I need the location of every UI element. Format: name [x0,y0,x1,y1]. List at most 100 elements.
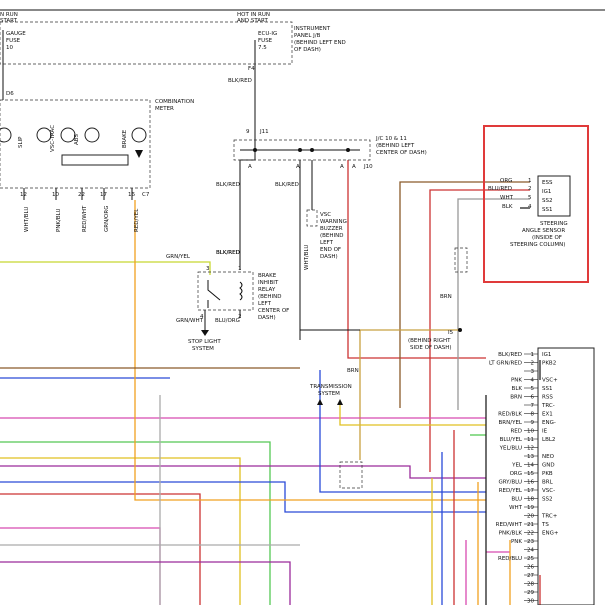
ecu-pin-number: 13 [527,454,534,460]
lamp-icon [36,127,52,143]
and-start: AND START [237,18,268,24]
lamp-icon [131,127,147,143]
f4-label: F4 [248,66,255,72]
arrow-up-icon [317,399,323,405]
ecu-wire-color: BLU [511,497,522,503]
wire-yel-right [339,405,486,426]
ecu-signal-name: PKB [542,471,553,477]
wire-org-long [134,200,486,501]
sensor-pin-4: 4 [528,204,532,210]
ecu-wire-color: PNK [511,539,522,545]
right-i5: I5 [448,330,454,336]
fuse-panel-outline [0,21,293,65]
meter-wire-5: RED/YEL [134,208,140,232]
buzzer-label-4: (BEHIND [320,233,344,239]
ecu-pin-number: 25 [527,556,534,562]
wire-blu-mid [0,481,486,513]
trans-label-1: TRANSMISSION [309,384,352,390]
lamp-icon [84,127,100,143]
ecu-wire-color: BLK [512,386,523,392]
meter-label-brake: BRAKE [122,129,128,148]
relay-bot-left: GRN/WHT [176,318,204,324]
stop-light-1: STOP LIGHT [188,339,221,345]
ecu-wire-color: YEL [511,463,523,469]
ecu-pin-number: 7 [531,403,535,409]
buzzer-label-3: BUZZER [320,226,343,232]
ecu-pin-number: 22 [527,531,534,537]
wire-blu-yel [319,370,486,493]
buzzer-label-2: WARNING [320,219,347,225]
right-junction: BRN I5 (BEHIND RIGHT SIDE OF DASH) BRN [347,247,468,374]
relay-label-2: INHIBIT [258,280,279,286]
ecu-pin-number: 12 [527,446,534,452]
ecu-pin-number: 23 [527,539,534,545]
highlight-box [483,125,589,283]
wire-blk-red-j1 [239,150,256,270]
ecu-body [537,347,595,605]
sensor-sig-2: IG1 [542,189,551,195]
meter-outline [0,99,151,189]
ecu-pin-number: 1 [531,352,535,358]
relay-pin4: 4 [200,314,204,320]
ecu-wire-color: BLU/YEL [500,437,523,443]
ecu-pin-number: 2 [531,361,535,367]
left-fuse-start: START [0,18,18,24]
sensor-label-2: ANGLE SENSOR [522,228,565,234]
ecu-wire-color: RED/YEL [499,488,523,494]
junction-dot [298,148,302,152]
wire-purple-1 [0,465,486,479]
relay-label-7: DASH) [258,315,276,321]
ecu-pin-number: 3 [531,369,535,375]
ecu-wire-color: YEL/BLU [499,446,522,452]
trans-label-2: SYSTEM [318,391,340,397]
instrument-panel-2: PANEL J/B [294,33,321,39]
ecu-wire-color: PNK [511,378,522,384]
jc-label-1: J/C 10 & 11 [375,136,407,142]
combination-meter: D6 COMBINATION METER SLIP VSC-TRAC ABS B… [0,91,194,232]
trans-connector [339,461,363,489]
ecu-pin-number: 14 [527,463,534,469]
ecu-pin-number: 5 [531,386,535,392]
meter-wire-3: RED/WHT [82,205,88,232]
sensor-label-1: STEERING [540,221,568,227]
gauge-label: GAUGE [6,31,26,37]
wire-grn-yel [0,261,211,275]
gauge-value: 10 [6,45,13,51]
wire-ltgrn-long [0,441,271,605]
wire-red-blk-mid [0,493,201,605]
meter-title-1: COMBINATION [155,99,194,105]
buzzer-label-1: VSC [320,212,331,218]
wire-pink-mid [0,527,161,605]
sensor-pin-1: 1 [528,178,532,184]
ecu-pin-number: 16 [527,480,534,486]
buzzer-body [306,209,318,227]
meter-d6: D6 [6,91,14,97]
stop-light-2: SYSTEM [192,346,214,352]
ecu-pin-number: 11 [527,437,534,443]
jc-wire-2: BLK/RED [275,182,299,188]
meter-label-vsc-trac: VSC-TRAC [50,125,56,152]
junction-dot [458,328,462,332]
ecu-signal-name: VSC+ [542,378,558,384]
ecu-signal-name: SS1 [542,386,552,392]
ecu-pin-number: 15 [527,471,534,477]
jc-label-2: (BEHIND LEFT [376,143,415,149]
sensor-sig-3: SS2 [542,198,552,204]
ecu-signal-name: BRL [542,480,554,486]
gauge-fuse-label: FUSE [6,38,21,44]
relay-grn-yel: GRN/YEL [166,254,191,260]
junction-connector: 9 J11 J/C 10 & 11 (BEHIND LEFT CENTER OF… [216,129,427,256]
sensor-pin-3: 5 [528,195,532,201]
relay-label-3: RELAY [258,287,276,293]
ecu-fuse-label: FUSE [258,38,273,44]
sensor-wire-1: ORG [500,178,512,184]
relay-bot-right: BLU/ORG [215,318,240,324]
ecu-signal-name: PKB2 [542,361,556,367]
ecu-wire-color: GRY/BLU [498,480,522,486]
arrow-down-icon [201,330,209,336]
jc-a4: A [352,164,356,170]
ecu-wire-color: BRN/YEL [499,420,523,426]
relay-pin3: 3 [206,266,210,272]
